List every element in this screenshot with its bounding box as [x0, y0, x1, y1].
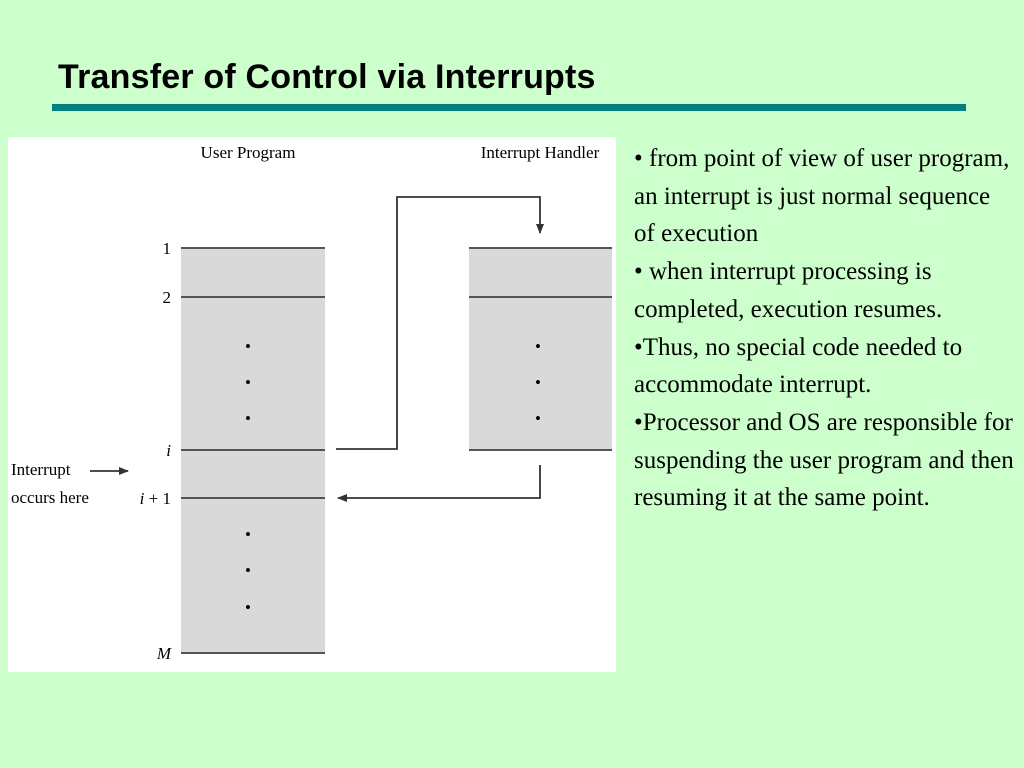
- ellipsis-dot: •: [245, 337, 251, 356]
- user-program-label: User Program: [201, 143, 296, 162]
- interrupt-note-line1: Interrupt: [11, 460, 71, 479]
- interrupt-handler-label: Interrupt Handler: [481, 143, 600, 162]
- ellipsis-dot: •: [535, 337, 541, 356]
- bullet-item: • when interrupt processing is completed…: [634, 258, 943, 323]
- row-label-2: 2: [163, 288, 172, 307]
- interrupt-note-line2: occurs here: [11, 488, 89, 507]
- title-underline: [52, 104, 966, 111]
- interrupt-handler-block: [469, 248, 612, 450]
- interrupt-diagram: User Program Interrupt Handler 1 2 i i +…: [8, 137, 616, 672]
- bullet-list: • from point of view of user program, an…: [634, 140, 1014, 517]
- row-label-i-plus-1-rest: + 1: [144, 489, 171, 508]
- slide-title: Transfer of Control via Interrupts: [58, 58, 596, 96]
- bullet-item: •Thus, no special code needed to accommo…: [634, 333, 963, 399]
- ellipsis-dot: •: [245, 373, 251, 392]
- row-label-i: i: [166, 441, 171, 460]
- return-from-handler-arrow: [337, 465, 541, 502]
- ellipsis-dot: •: [535, 373, 541, 392]
- row-label-i-plus-1: i + 1: [140, 489, 171, 508]
- ellipsis-dot: •: [245, 409, 251, 428]
- interrupt-diagram-svg: User Program Interrupt Handler 1 2 i i +…: [11, 143, 612, 663]
- bullet-item: • from point of view of user program, an…: [634, 145, 1010, 248]
- bullet-item: •Processor and OS are responsible for su…: [634, 408, 1014, 512]
- ellipsis-dot: •: [245, 525, 251, 544]
- row-label-m: M: [156, 644, 172, 663]
- transfer-to-handler-arrow: [336, 196, 544, 450]
- ellipsis-dot: •: [535, 409, 541, 428]
- row-label-i-plus-1-var: i: [140, 489, 145, 508]
- ellipsis-dot: •: [245, 561, 251, 580]
- row-label-1: 1: [163, 239, 172, 258]
- ellipsis-dot: •: [245, 598, 251, 617]
